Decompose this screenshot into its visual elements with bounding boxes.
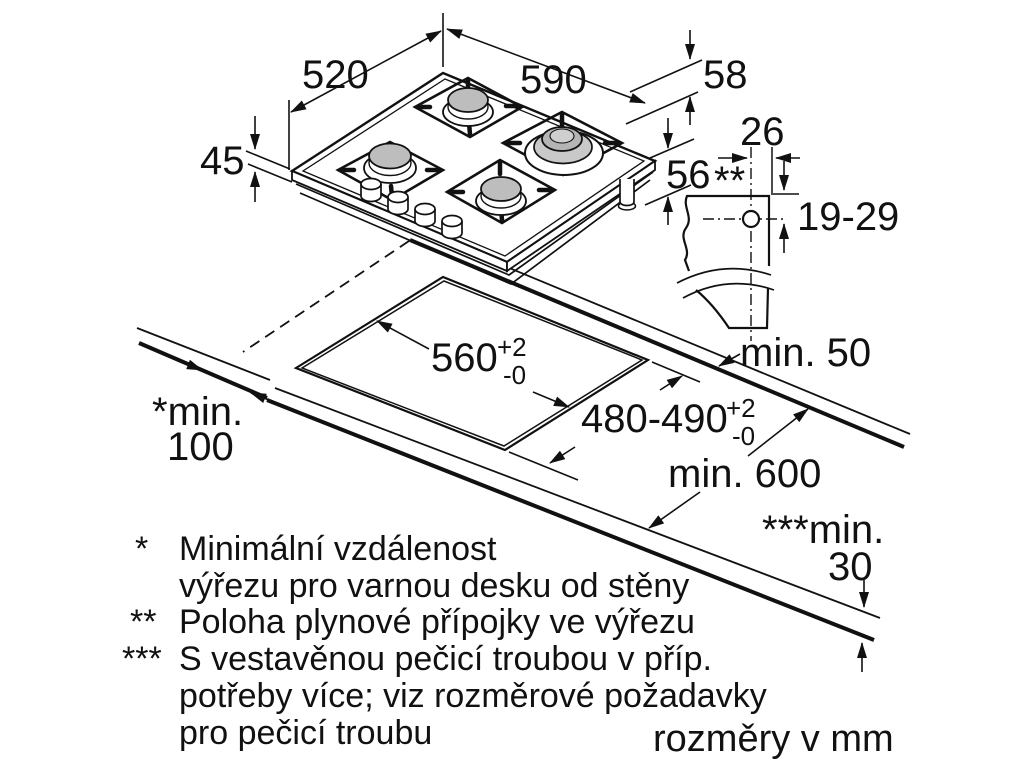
footnote-3-line-1: S vestavěnou pečicí troubou v příp. <box>179 640 712 678</box>
dim-480-490-label: 480-490 <box>581 397 728 441</box>
dim-min50-label: min. 50 <box>740 331 871 375</box>
profile-outline-lower <box>695 287 770 330</box>
footnote-1-marker: * <box>135 530 148 568</box>
dim-line-480-b <box>549 446 576 464</box>
dim-520-label: 520 <box>302 53 369 97</box>
dim-arrow-min600-top <box>747 408 809 457</box>
hob-base-edge <box>295 171 654 276</box>
cutout-outline <box>293 275 651 452</box>
dim-480-tol-plus: +2 <box>726 393 756 423</box>
hob-side-face-right <box>506 159 656 273</box>
gas-connection-profile <box>676 147 799 341</box>
dim-min600-label: min. 600 <box>668 452 821 496</box>
footnotes: * Minimální vzdálenost výřezu pro varnou… <box>122 530 767 752</box>
footnote-1-line-2: výřezu pro varnou desku od stěny <box>179 567 689 605</box>
front-edge-top-line <box>274 387 881 619</box>
footnote-3-line-3: pro pečicí troubu <box>179 714 432 752</box>
dim-arrow-min600-bottom <box>648 491 701 529</box>
projection-dashed-line <box>242 240 410 353</box>
front-edge-bottom-line <box>266 398 875 642</box>
units-note: rozměry v mm <box>653 718 894 760</box>
dim-min100-label-a: *min. <box>152 390 243 434</box>
footnote-3-marker: *** <box>122 640 162 678</box>
burner-front <box>475 176 527 216</box>
profile-outline-upper <box>682 194 771 272</box>
knob <box>441 214 463 240</box>
dim-line-480-a <box>659 375 683 391</box>
dim-560-tol-minus: -0 <box>503 360 526 390</box>
dim-19-29-label: 19-29 <box>797 195 899 239</box>
dim-45-label: 45 <box>200 139 245 183</box>
profile-break-line-2 <box>682 282 775 299</box>
dim-arrow-min50 <box>718 353 741 367</box>
dim-56-label: 56 <box>666 153 711 197</box>
dim-line-590 <box>446 28 646 104</box>
hob-base-bottom-edge <box>299 179 651 285</box>
burner-left <box>363 142 417 184</box>
dim-560-label: 560 <box>431 336 498 380</box>
gas-connection-point <box>741 209 761 229</box>
dimension-lines <box>161 13 869 672</box>
cutout-inner-line <box>300 280 644 447</box>
dim-arrow-min100-right <box>250 392 291 409</box>
dim-min30-label-a: ***min. <box>762 508 884 552</box>
footnote-2-marker: ** <box>130 603 156 641</box>
burner-back <box>442 87 494 127</box>
dim-26-label: 26 <box>740 110 785 154</box>
hob-leg <box>619 179 635 207</box>
dim-line-560-a <box>376 320 430 350</box>
dim-min30-label-b: 30 <box>828 545 873 589</box>
dim-560-tol-plus: +2 <box>497 332 527 362</box>
footnote-1-line-1: Minimální vzdálenost <box>179 530 497 568</box>
dim-590-label: 590 <box>520 58 587 102</box>
worktop-drawing <box>136 230 911 642</box>
knob <box>387 190 409 216</box>
dim-58-label: 58 <box>703 53 748 97</box>
dim-line-520 <box>290 30 442 113</box>
dim-min100-label-b: 100 <box>167 425 234 469</box>
pan-support-front <box>444 158 558 225</box>
dim-480-tol-minus: -0 <box>732 421 755 451</box>
side-wall-top-line <box>136 327 271 381</box>
knob <box>414 202 436 228</box>
profile-break-line-1 <box>676 267 772 284</box>
footnote-2-line-1: Poloha plynové přípojky ve výřezu <box>179 603 695 641</box>
footnote-3-line-2: potřeby více; viz rozměrové požadavky <box>179 677 767 715</box>
knob <box>360 177 382 203</box>
dim-line-560-b <box>532 391 570 408</box>
side-wall-line <box>138 341 268 400</box>
dim-arrow-min100-left <box>161 353 203 371</box>
control-knobs <box>360 177 463 240</box>
hob-drawing <box>289 71 658 285</box>
wall-back-line <box>409 238 905 449</box>
gas-position-marker: ** <box>714 159 745 203</box>
burner-wok <box>524 126 604 176</box>
